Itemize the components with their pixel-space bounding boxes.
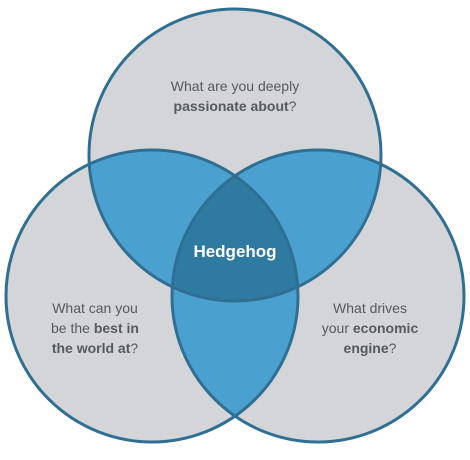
label-top-qmark: ?	[288, 98, 297, 114]
circle-top-outline	[87, 7, 383, 303]
circle-right-outline	[170, 148, 466, 444]
label-left-bold2: the world at	[51, 340, 131, 356]
label-left-line3: the world at?	[30, 338, 160, 358]
label-top-line2: passionate about?	[145, 96, 325, 116]
label-left-prefix: be the	[51, 320, 94, 336]
label-top-line1: What are you deeply	[170, 78, 300, 94]
label-left-line1: What can you	[52, 300, 138, 316]
label-right-line1: What drives	[333, 300, 407, 316]
center-label: Hedgehog	[193, 242, 277, 261]
overlap-center	[172, 150, 298, 301]
label-left-qmark: ?	[130, 340, 139, 356]
label-right-bold1: economic	[352, 320, 419, 336]
label-left-bold1: best in	[93, 320, 139, 336]
label-right: What drives your economic engine?	[305, 298, 435, 358]
circle-left-outline	[4, 148, 300, 444]
label-top: What are you deeply passionate about?	[145, 76, 325, 116]
label-right-prefix: your	[321, 320, 353, 336]
label-right-line3: engine?	[305, 338, 435, 358]
label-right-bold2: engine	[343, 340, 389, 356]
label-left: What can you be the best in the world at…	[30, 298, 160, 358]
label-right-line2: your economic	[305, 318, 435, 338]
label-left-line2: be the best in	[30, 318, 160, 338]
label-right-qmark: ?	[388, 340, 397, 356]
label-top-bold: passionate about	[173, 98, 289, 114]
